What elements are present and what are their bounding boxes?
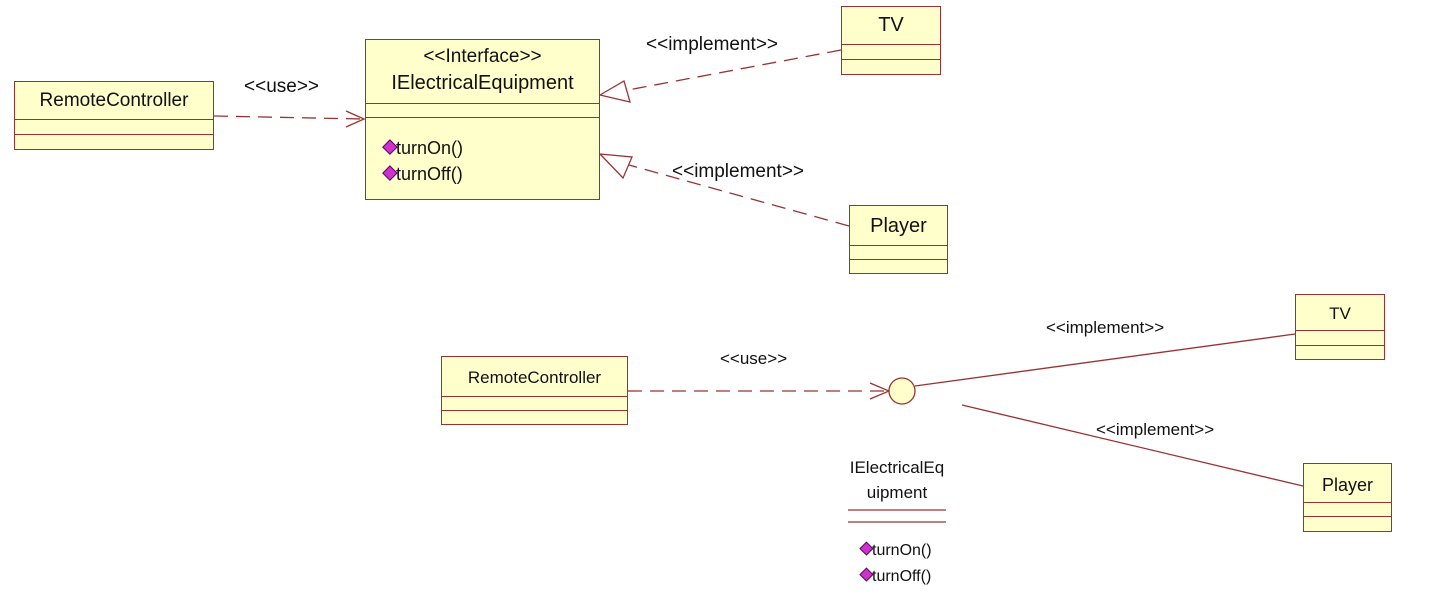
- top-operation-turnoff: turnOff(): [382, 164, 463, 185]
- bottom-tv-class[interactable]: TV: [1295, 294, 1385, 360]
- top-operation-turnon: turnOn(): [382, 138, 464, 159]
- bottom-use-dependency: [628, 382, 891, 400]
- bottom-tv-realization: [914, 333, 1296, 387]
- bottom-player-class[interactable]: Player: [1303, 463, 1392, 532]
- bottom-implement-label-tv: <<implement>>: [1046, 318, 1165, 337]
- class-name: Player: [1321, 475, 1374, 495]
- top-remote-controller-class[interactable]: RemoteController: [14, 81, 214, 150]
- class-name: RemoteController: [39, 90, 189, 111]
- bottom-operation-turnon: turnOn(): [859, 541, 932, 560]
- top-use-label: <<use>>: [244, 76, 320, 97]
- interface-name-line2: uipment: [866, 483, 928, 502]
- bottom-use-label: <<use>>: [720, 349, 788, 368]
- bottom-operation-turnoff: turnOff(): [859, 567, 932, 586]
- interface-name-line1: IElectricalEq: [849, 458, 945, 477]
- operation-label: turnOn(): [872, 542, 932, 559]
- class-name: RemoteController: [467, 368, 602, 387]
- operation-label: turnOff(): [872, 568, 932, 585]
- lollipop-interface-name: IElectricalEq uipment: [836, 455, 958, 505]
- top-implement-label-tv: <<implement>>: [646, 34, 779, 55]
- top-player-class[interactable]: Player: [849, 205, 948, 274]
- interface-name: IElectricalEquipment: [391, 72, 574, 94]
- bottom-remote-controller-class[interactable]: RemoteController: [441, 356, 628, 425]
- top-tv-class[interactable]: TV: [841, 6, 941, 75]
- class-name: TV: [878, 14, 904, 36]
- top-use-dependency: [213, 110, 366, 128]
- interface-stereotype: <<Interface>>: [423, 46, 542, 67]
- top-implement-label-player: <<implement>>: [672, 161, 805, 182]
- bottom-implement-label-player: <<implement>>: [1096, 420, 1215, 439]
- top-interface-class[interactable]: <<Interface>> IElectricalEquipment: [365, 39, 600, 200]
- interface-lollipop-circle[interactable]: [888, 377, 916, 405]
- top-tv-realization: [598, 49, 842, 103]
- operation-label: turnOff(): [396, 164, 463, 184]
- operation-label: turnOn(): [396, 138, 464, 158]
- top-player-realization: [598, 153, 850, 227]
- bottom-player-realization: [961, 404, 1304, 487]
- class-name: TV: [1329, 304, 1351, 323]
- class-name: Player: [870, 215, 927, 237]
